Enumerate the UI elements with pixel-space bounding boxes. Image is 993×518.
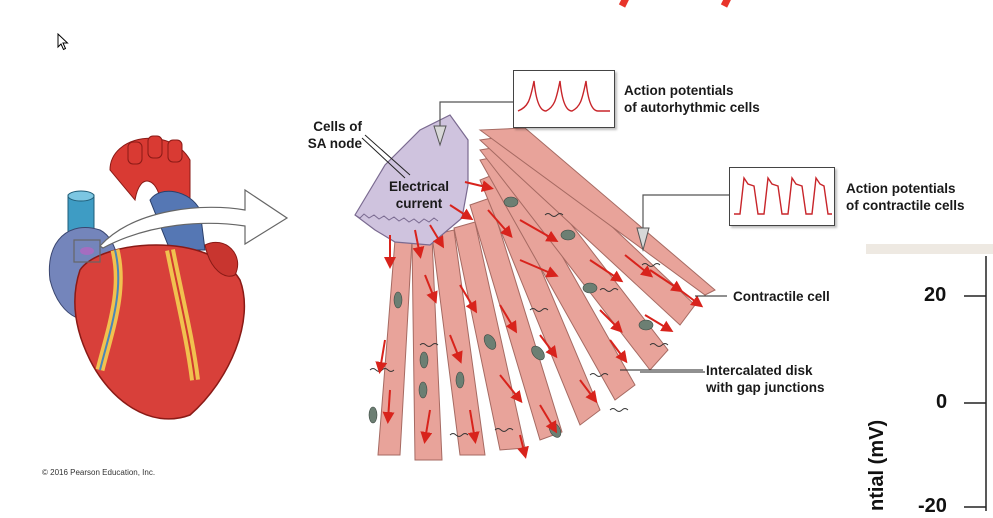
membrane-potential-axis-panel: 20 0 -20 ntial (mV) [866, 244, 993, 517]
copyright-text: © 2016 Pearson Education, Inc. [42, 468, 156, 477]
autorhythmic-ap-label: Action potentials of autorhythmic cells [624, 83, 760, 115]
sa-node-label: Cells of SA node [307, 119, 362, 151]
contractile-ap-label: Action potentials of contractile cells [846, 181, 965, 213]
heart-illustration [40, 130, 270, 430]
intercalated-disk-label: Intercalated disk with gap junctions [706, 363, 825, 395]
electrical-current-label: Electrical current [388, 179, 450, 211]
contractile-cell-label: Contractile cell [733, 289, 830, 304]
y-axis-title: ntial (mV) [866, 419, 888, 511]
tick-label-minus20: -20 [918, 495, 947, 517]
autorhythmic-ap-trace [513, 70, 615, 128]
mouse-pointer-icon [57, 32, 69, 56]
title-fragment [600, 0, 780, 22]
tick-label-0: 0 [936, 391, 948, 413]
contractile-ap-trace [729, 167, 835, 226]
curved-arrow-icon [95, 178, 295, 258]
cardiac-muscle-diagram [350, 110, 730, 470]
tick-label-20: 20 [924, 284, 947, 306]
panel-top-bar [866, 244, 993, 254]
